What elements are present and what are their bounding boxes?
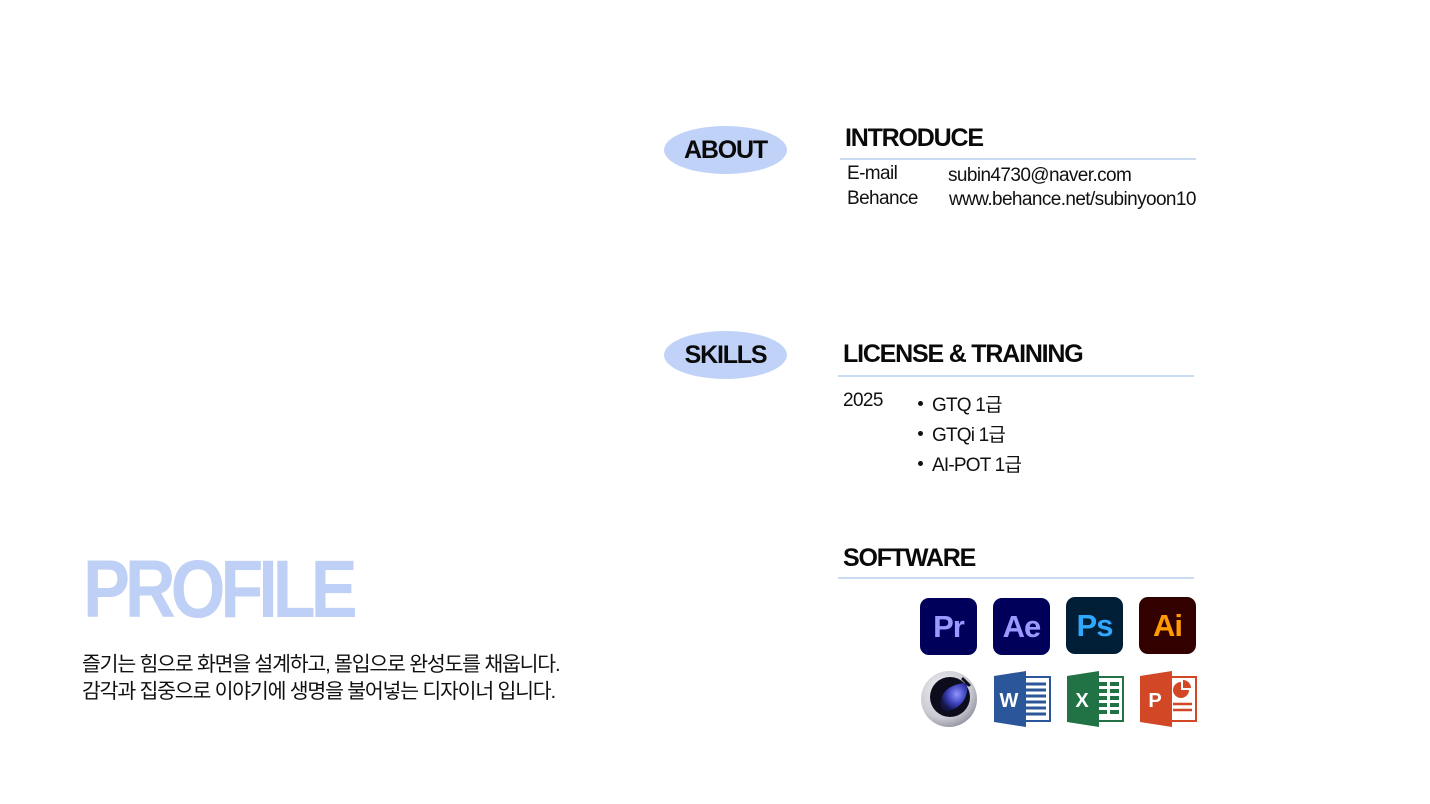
license-year: 2025: [843, 390, 883, 411]
svg-text:W: W: [1000, 690, 1019, 712]
excel-icon: X: [1066, 670, 1126, 728]
introduce-divider: [840, 158, 1196, 160]
email-value[interactable]: subin4730@naver.com: [948, 165, 1132, 186]
cinema-4d-icon: [919, 669, 979, 729]
svg-text:P: P: [1148, 690, 1161, 712]
powerpoint-icon: P: [1139, 670, 1199, 728]
license-item: GTQ 1급: [918, 390, 1002, 417]
word-icon: W: [993, 670, 1053, 728]
license-training-title: LICENSE & TRAINING: [843, 340, 1084, 368]
bullet-icon: [918, 401, 923, 407]
skills-pill: SKILLS: [664, 331, 787, 379]
premiere-pro-icon: Pr: [920, 598, 977, 655]
profile-title: PROFILE: [83, 544, 358, 635]
about-pill-label: ABOUT: [684, 135, 768, 164]
about-pill: ABOUT: [664, 126, 787, 174]
behance-value[interactable]: www.behance.net/subinyoon10: [949, 189, 1196, 210]
behance-label: Behance: [847, 188, 918, 209]
skills-pill-label: SKILLS: [684, 340, 768, 369]
bullet-icon: [918, 431, 923, 437]
svg-text:X: X: [1075, 690, 1089, 712]
after-effects-icon: Ae: [993, 598, 1050, 655]
license-item: GTQi 1급: [918, 420, 1006, 447]
software-divider: [838, 577, 1194, 579]
bullet-icon: [918, 461, 923, 467]
license-item: AI-POT 1급: [918, 450, 1022, 477]
software-title: SOFTWARE: [843, 544, 976, 572]
introduce-title: INTRODUCE: [845, 124, 984, 152]
illustrator-icon: Ai: [1139, 597, 1196, 654]
email-label: E-mail: [847, 163, 898, 184]
profile-line-1: 즐기는 힘으로 화면을 설계하고, 몰입으로 완성도를 채웁니다.: [82, 653, 561, 676]
profile-line-2: 감각과 집중으로 이야기에 생명을 불어넣는 디자이너 입니다.: [82, 680, 556, 703]
license-divider: [838, 375, 1194, 377]
photoshop-icon: Ps: [1066, 597, 1123, 654]
